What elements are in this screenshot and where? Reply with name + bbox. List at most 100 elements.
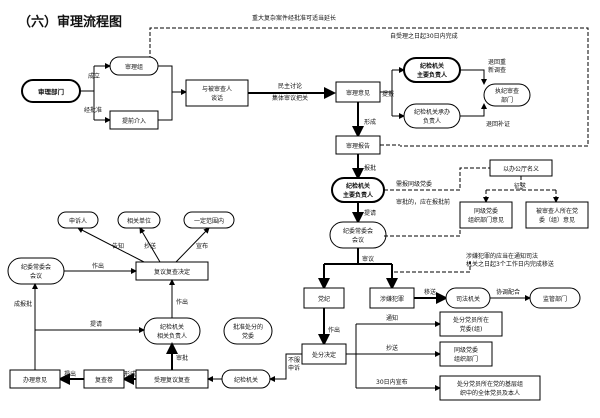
label-submit2: 提请 [90,320,102,328]
talk-node[interactable] [185,79,249,107]
early-label: 提前介入 [122,117,146,125]
label-request-1: 需报同级党委 [396,180,432,188]
label-request-2: 审批的，应在报批前 [396,198,450,206]
leader-c-label-2: 相关负责人 [157,332,187,340]
dashed-loop-top [149,27,589,147]
announce-label-1: 处分党员所在党的基层组 [457,380,523,388]
scope-label: 一定范围内 [194,217,224,225]
start-label: 审理部门 [38,87,65,96]
reply-node[interactable] [223,317,273,345]
leader-top-2: 主要负责人 [417,71,448,79]
cc-node[interactable] [439,341,493,367]
label-collective: 集体审议把关 [272,94,308,102]
talk-label-1: 与被审查人 [202,85,232,93]
party-label-1: 同级党委 [474,207,498,215]
label-ask: 提报 [382,90,394,98]
leader-mid-1: 纪检机关 [346,182,370,190]
discip-org-label: 纪检机关 [234,376,258,384]
judicial-label: 司法机关 [456,295,480,303]
label-report-approve: 报批 [364,164,376,172]
sec-label-1: 纪检机关承办 [414,108,450,116]
cc-label-1: 同级党委 [454,346,478,354]
label-back-1: 退回重 [488,58,506,66]
announce-label-2: 织中的全体党员及本人 [460,389,520,397]
label-approved: 经批准 [84,106,102,114]
disc-label: 党纪 [318,295,330,303]
crime-label: 涉嫌犯罪 [380,295,404,303]
committee-label-1: 纪委常委会 [343,227,373,235]
label-announce-30: 30日内宣布 [376,378,408,386]
label-declare: 宣布 [196,242,208,250]
supervise-node[interactable] [529,287,581,309]
label-copy: 抄送 [386,344,398,352]
label-cc2: 抄送 [144,242,156,250]
exec-label-1: 执纪审查 [495,87,519,95]
label-consult: 征求 [514,182,526,190]
leader-c-label-1: 纪检机关 [160,323,184,331]
related-label: 相关单位 [127,217,151,225]
unit-label-1: 被审查人所在党 [536,207,578,215]
committee-node[interactable] [329,221,387,249]
label-disagree-2: 申诉 [288,364,300,372]
leader-mid-2: 主要负责人 [343,191,374,199]
judicial-note-1: 涉嫌犯罪的应当在通知司法 [466,252,538,260]
leader-top-1: 纪检机关 [420,62,444,70]
supervise-label: 监管部门 [543,295,567,303]
reply-label-2: 党委 [242,332,254,340]
committee-label-2: 会议 [352,236,364,244]
handle-label: 办理意见 [23,376,47,384]
notify-party-node[interactable] [439,311,503,337]
unit-label-2: 委（组）意见 [539,216,575,224]
cc-label-2: 组织部门 [454,355,478,363]
label-back-note: 退回补证 [486,120,510,128]
label-form: 形成 [364,118,376,126]
standing-label-1: 纪委常委会 [21,263,51,271]
label-cooperate: 协调配合 [496,288,520,296]
label-review: 审议 [362,255,374,263]
label-submit: 提请 [364,209,376,217]
exec-node[interactable] [483,83,531,107]
party-node[interactable] [459,201,513,229]
leader-c-node[interactable] [143,317,201,345]
report-label: 审理报告 [346,142,370,150]
label-notify: 通知 [386,314,398,322]
page-title: （六）审理流程图 [18,14,122,30]
related-node[interactable] [117,211,161,229]
review-decision-label: 复议复查决定 [154,268,190,276]
label-approve3: 成报批 [14,300,32,308]
label-form2: 形成 [124,370,136,378]
note-30days: 自受理之日起30日内完成 [390,32,458,40]
judicial-note-2: 机关之日起3个工作日内完成移送 [466,260,554,268]
accept-label: 受理复议复查 [154,376,190,384]
review-group-label: 审理组 [125,63,143,71]
opinion-label: 审理意见 [346,89,370,97]
label-back-2: 新调查 [488,66,506,74]
label-issue: 作出 [328,326,340,334]
label-approve2: 审批 [176,354,188,362]
label-issue3: 作出 [176,298,188,306]
label-disagree-1: 不服 [288,357,300,364]
reply-label-1: 批准处分的 [233,323,263,331]
standing-label-2: 会议 [30,272,42,280]
notify-party-2: 党委(组) [460,325,483,333]
appeal-label: 申诉人 [69,217,87,225]
label-discuss: 民主讨论 [278,82,302,90]
standing-node[interactable] [7,257,65,285]
sec-label-2: 负责人 [423,117,441,125]
label-formed: 成立 [88,72,100,80]
talk-label-2: 谈话 [211,94,223,102]
unit-node[interactable] [525,201,589,229]
notify-party-1: 处分党员所在 [453,316,489,324]
label-issue2: 作出 [92,262,104,270]
office-label: 以办公厅名义 [503,165,539,173]
label-tell: 告知 [112,242,124,250]
label-ask2: 提出 [64,370,76,378]
announce-node[interactable] [439,375,541,401]
note-delay: 重大复杂案件经批准可适当延长 [252,14,336,22]
decision-label: 处分决定 [312,351,336,359]
label-transfer: 移送 [424,288,436,296]
recheck-label: 复查卷 [95,376,113,384]
party-label-2: 组织部门意见 [468,216,504,224]
